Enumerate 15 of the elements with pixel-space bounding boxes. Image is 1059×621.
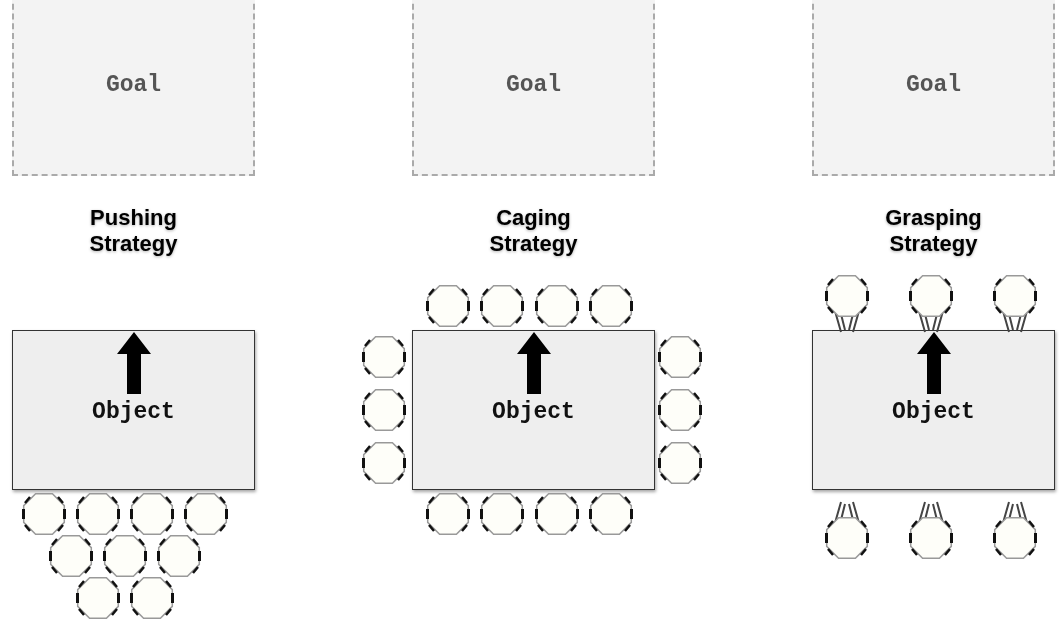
object-label: Object: [91, 399, 176, 425]
goal-label: Goal: [505, 72, 562, 98]
object-label: Object: [891, 399, 976, 425]
object-box: [812, 330, 1055, 490]
object-box: [12, 330, 255, 490]
object-label: Object: [491, 399, 576, 425]
strategy-title: Grasping Strategy: [884, 205, 983, 257]
goal-label: Goal: [105, 72, 162, 98]
object-box: [412, 330, 655, 490]
goal-label: Goal: [905, 72, 962, 98]
strategy-title: Caging Strategy: [488, 205, 579, 257]
strategy-title: Pushing Strategy: [88, 205, 179, 257]
goal-box: [812, 0, 1055, 176]
goal-box: [12, 0, 255, 176]
goal-box: [412, 0, 655, 176]
